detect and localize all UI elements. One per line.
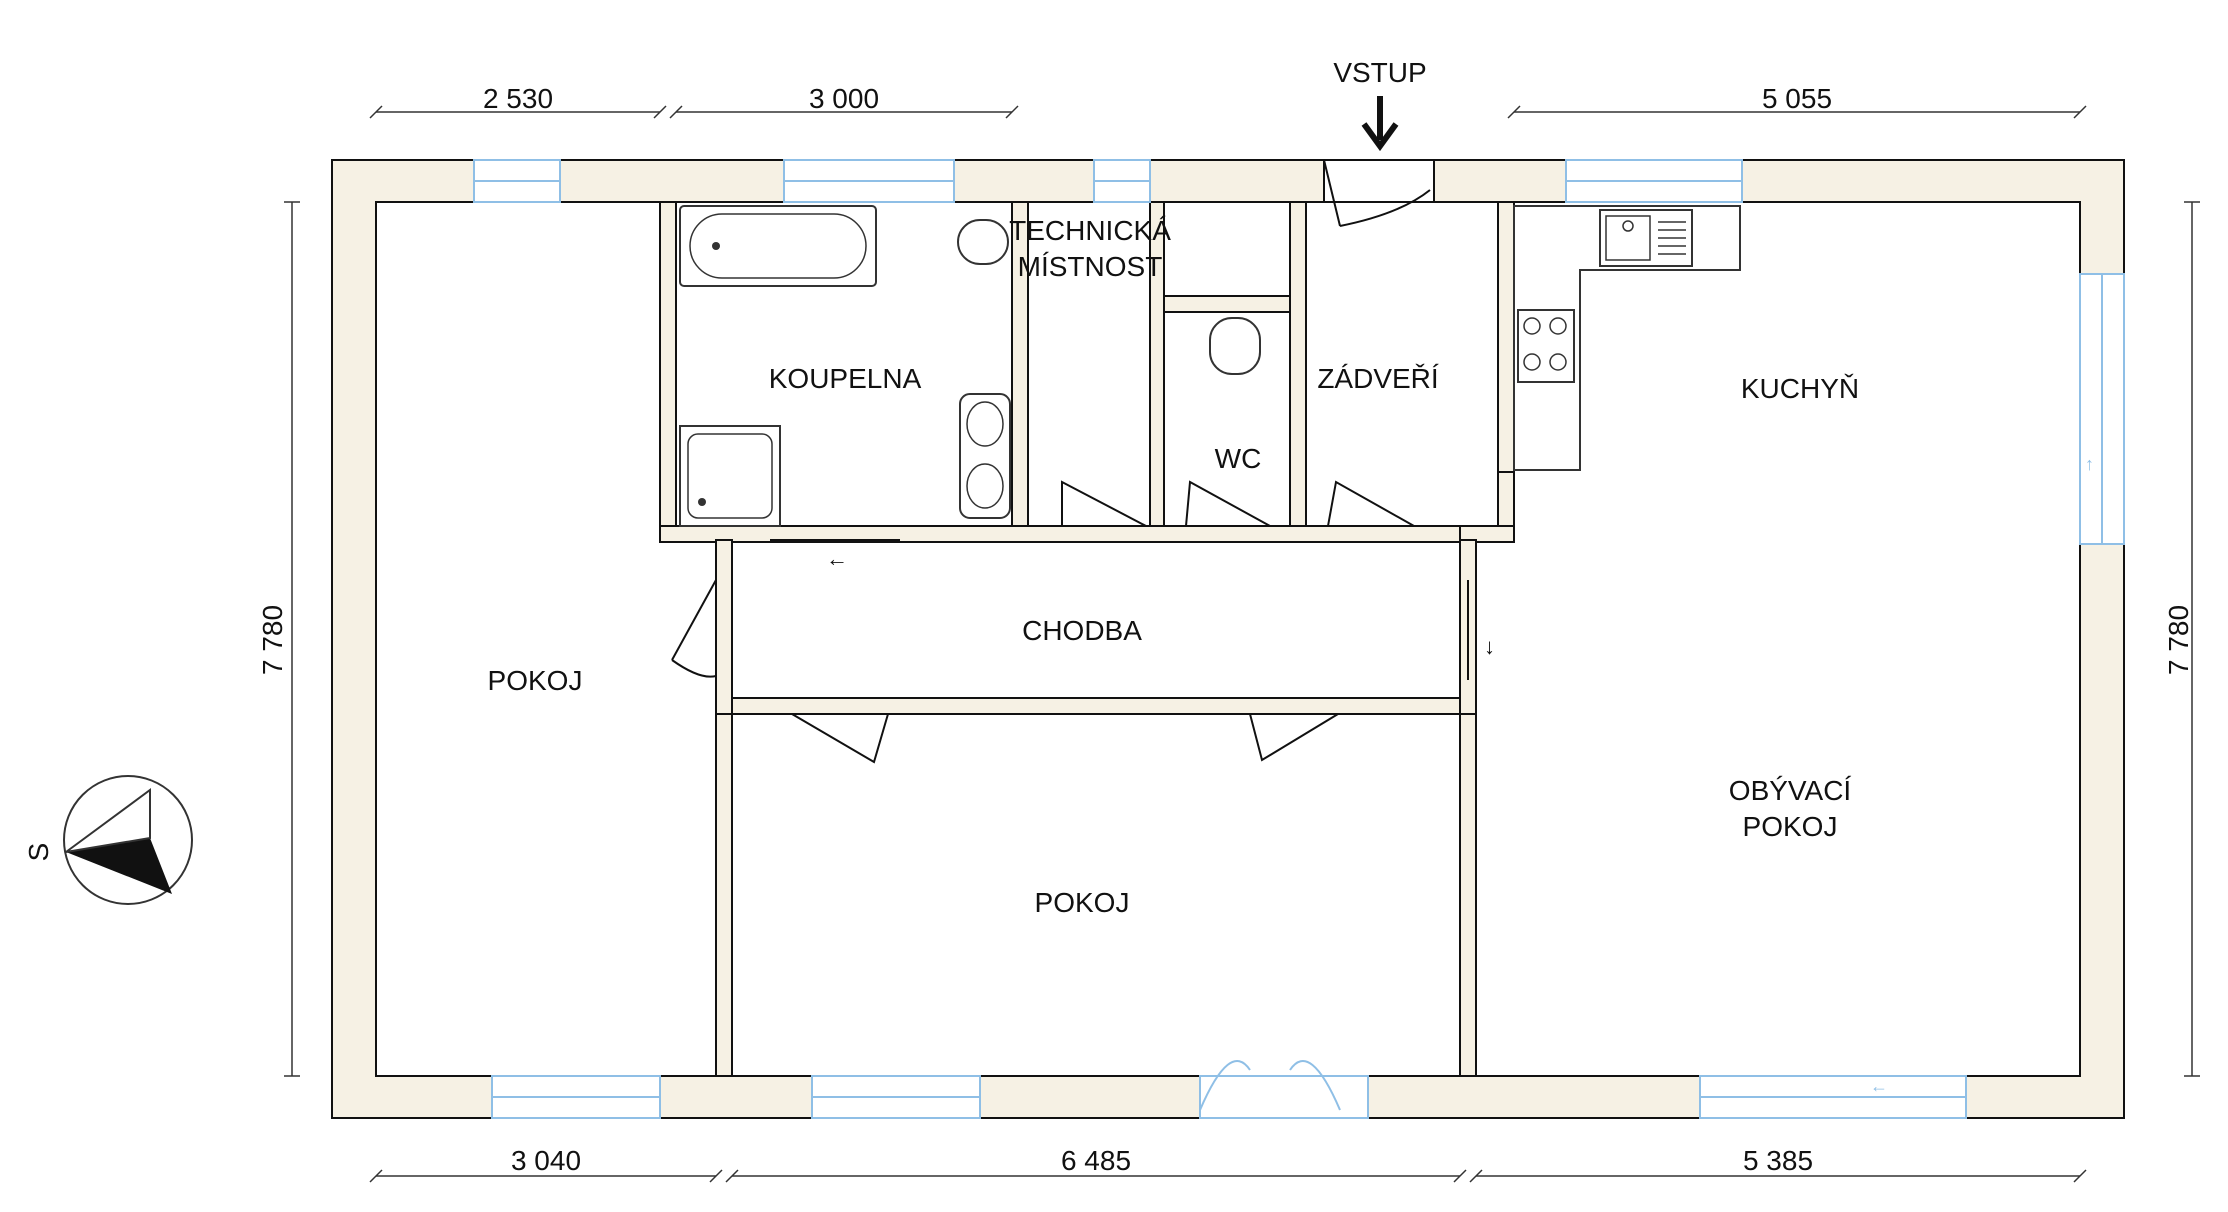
balcony-door-bottom: [1199, 1060, 1369, 1119]
room-label-technicka-1: TECHNICKÁ: [1009, 215, 1171, 246]
dimension-bottom-middle: 6 485: [725, 1145, 1467, 1183]
bathtub: [679, 205, 877, 287]
door-zadveri: [1327, 480, 1415, 527]
wall-koupelna-west: [659, 201, 677, 543]
dimension-left: 7 780: [257, 201, 300, 1077]
door-pokoj-center-2: [1249, 713, 1339, 762]
door-pokoj-center-1: [791, 713, 889, 764]
compass-icon: S: [23, 775, 193, 905]
room-label-pokoj-center: POKOJ: [1035, 887, 1130, 918]
door-left-pokoj: [671, 579, 717, 678]
dimension-bottom-right: 5 385: [1469, 1145, 2087, 1183]
wall-kitchen-west: [1497, 201, 1515, 473]
window-top-2: [783, 159, 955, 203]
entrance-door: [1323, 159, 1435, 227]
room-label-technicka-2: MÍSTNOST: [1018, 251, 1163, 282]
dimension-top-left: 2 530: [369, 83, 667, 119]
wall-chodba-south: [715, 697, 1465, 715]
entrance-arrow-icon: [1361, 96, 1399, 152]
entrance-label: VSTUP: [1333, 57, 1426, 88]
window-top-kitchen: [1565, 159, 1743, 203]
wall-chodba-north-right: [1459, 525, 1515, 543]
kitchen-sink: [1599, 209, 1693, 267]
svg-text:←: ←: [826, 546, 848, 571]
dimension-top-middle: 3 000: [669, 83, 1019, 119]
window-top-1: [473, 159, 561, 203]
room-label-kuchyn: KUCHYŇ: [1741, 373, 1859, 404]
room-label-wc: WC: [1215, 443, 1262, 474]
door-technicka: [1061, 480, 1147, 527]
room-label-pokoj-left: POKOJ: [488, 665, 583, 696]
svg-text:←: ←: [1870, 1076, 1888, 1096]
room-label-obyvaci-1: OBÝVACÍ: [1729, 775, 1852, 806]
compass-label: S: [23, 843, 54, 862]
dimension-top-right-text: 5 055: [1762, 83, 1832, 114]
room-label-zadveri: ZÁDVEŘÍ: [1317, 363, 1439, 394]
window-right: ↑: [2079, 273, 2125, 545]
room-label-chodba: CHODBA: [1022, 615, 1142, 646]
wall-chodba-west: [715, 539, 733, 715]
wall-obyvaci-west: [1459, 713, 1477, 1077]
dimension-right-text: 7 780: [2163, 605, 2194, 675]
toilet-koupelna: [957, 219, 1009, 265]
wall-wc-top: [1163, 295, 1307, 313]
window-bottom-2: [811, 1075, 981, 1119]
dimension-bottom-left: 3 040: [369, 1145, 723, 1183]
door-wc: [1185, 480, 1271, 527]
svg-text:↓: ↓: [1484, 634, 1495, 659]
dimension-bottom-middle-text: 6 485: [1061, 1145, 1131, 1176]
dimension-left-text: 7 780: [257, 605, 288, 675]
window-bottom-1: [491, 1075, 661, 1119]
door-obyvaci-sliding: ↓: [1467, 580, 1495, 680]
dimension-top-middle-text: 3 000: [809, 83, 879, 114]
dimension-top-left-text: 2 530: [483, 83, 553, 114]
kitchen-stove: [1517, 309, 1575, 383]
dimension-right: 7 780: [2163, 201, 2200, 1077]
kitchen-counter: [1513, 205, 1741, 471]
door-koupelna-sliding: ←: [770, 539, 900, 571]
dimension-bottom-right-text: 5 385: [1743, 1145, 1813, 1176]
dimension-bottom-left-text: 3 040: [511, 1145, 581, 1176]
wall-wc-east: [1289, 201, 1307, 543]
shower: [679, 425, 781, 527]
room-label-koupelna: KOUPELNA: [769, 363, 922, 394]
toilet-wc: [1209, 317, 1261, 375]
room-label-obyvaci-2: POKOJ: [1743, 811, 1838, 842]
dimension-top-right: 5 055: [1507, 83, 2087, 119]
window-bottom-obyvaci: ←: [1699, 1075, 1967, 1119]
window-top-3: [1093, 159, 1151, 203]
svg-text:↑: ↑: [2085, 454, 2094, 474]
sinks-koupelna: [959, 393, 1011, 519]
